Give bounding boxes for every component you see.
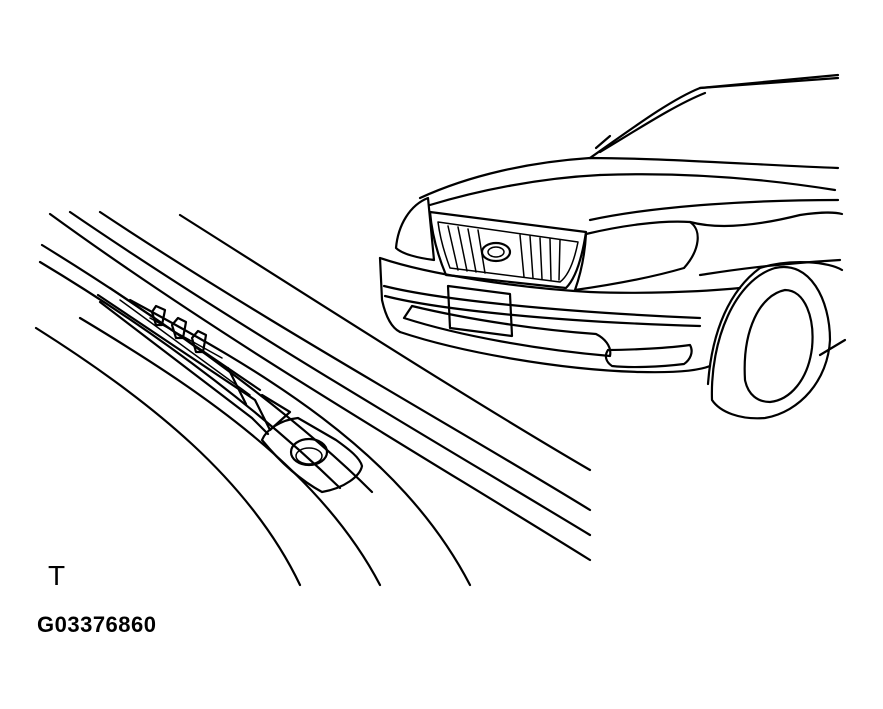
- left-headlamp: [394, 196, 436, 262]
- rocker-line: [818, 338, 847, 357]
- door-sill-plate: [34, 210, 592, 587]
- windshield-inner: [598, 91, 707, 154]
- brand-emblem-inner: [487, 246, 505, 258]
- clip-2-icon: [170, 316, 188, 340]
- recess-outline: [260, 416, 364, 494]
- round-button-icon: [289, 437, 329, 467]
- vehicle-front: [378, 73, 847, 420]
- hood-right-line: [588, 198, 840, 222]
- right-headlamp: [573, 220, 699, 292]
- sill-recess-plate: [260, 416, 364, 494]
- bumper-left-side: [378, 256, 402, 334]
- hood-crease-left: [428, 173, 602, 207]
- wire-harness-channel: [96, 286, 292, 436]
- lower-intake: [402, 304, 612, 358]
- bumper-lower: [398, 330, 712, 374]
- harness-clips: [149, 304, 223, 359]
- wire-line: [119, 299, 251, 396]
- bumper-strip-top: [382, 284, 702, 320]
- round-button-inner: [295, 447, 323, 465]
- grille-frame: [428, 210, 588, 290]
- grille-inner: [437, 221, 579, 283]
- tire-outer: [710, 265, 832, 420]
- sill-line-1: [48, 212, 592, 562]
- sill-line-3: [98, 210, 592, 512]
- hood-crease-right: [598, 173, 837, 192]
- wire-end: [226, 366, 248, 406]
- license-plate: [446, 284, 514, 338]
- clip-line: [149, 317, 223, 359]
- hood-front-edge: [418, 156, 840, 200]
- bumper-top: [378, 256, 742, 294]
- figure-code-label: G03376860: [37, 612, 157, 637]
- sill-line-7: [34, 326, 302, 587]
- clip-3-icon: [190, 329, 208, 354]
- sill-line-2: [68, 210, 592, 537]
- a-pillar: [594, 134, 612, 150]
- clip-1-icon: [150, 304, 167, 327]
- sill-line-6: [38, 260, 342, 490]
- wheel-arch: [706, 260, 844, 386]
- tire-inner: [743, 288, 814, 404]
- brand-emblem-icon: [480, 241, 512, 263]
- front-fender: [688, 211, 844, 228]
- sill-line-8: [78, 316, 382, 587]
- channel-inner: [108, 286, 262, 392]
- sill-line-4: [178, 213, 592, 472]
- view-mark-label: T: [48, 560, 66, 591]
- windshield-edge: [588, 76, 840, 160]
- roof-line: [698, 73, 840, 90]
- sill-line-9: [128, 298, 472, 587]
- channel-base: [98, 300, 270, 436]
- fog-lamp-icon: [604, 343, 693, 369]
